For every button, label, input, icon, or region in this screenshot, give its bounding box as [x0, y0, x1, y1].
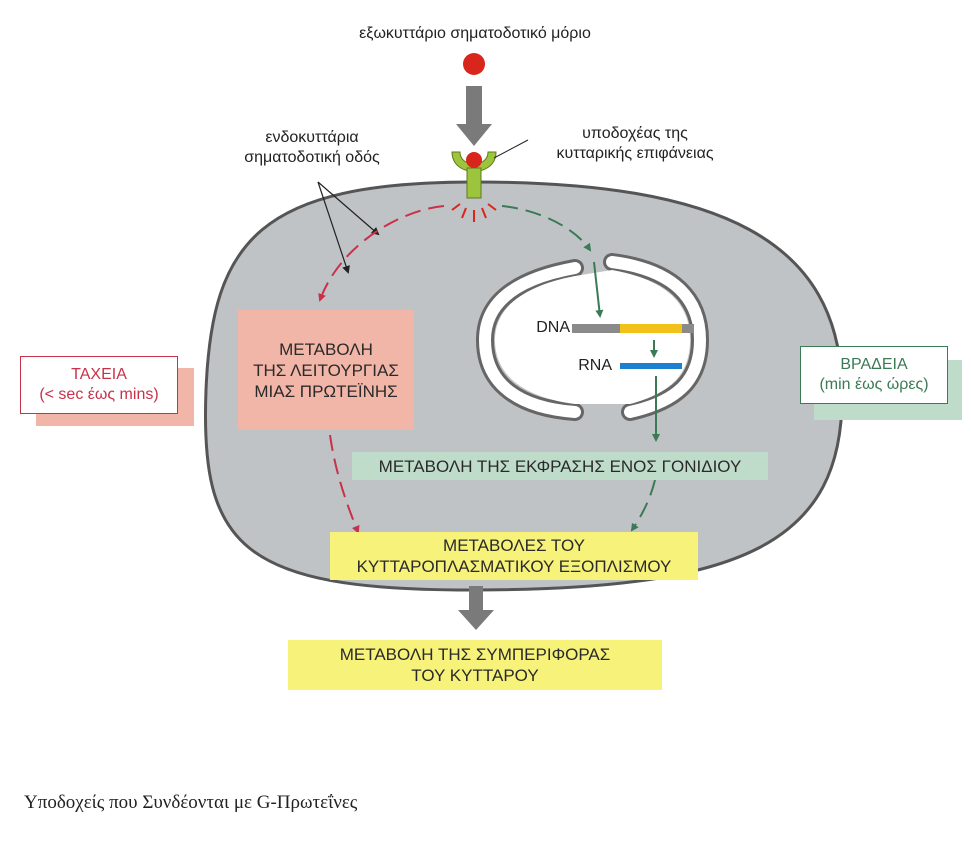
slow-into-nucleus-arrow [593, 261, 604, 318]
extracellular-signal-label: εξωκυττάριο σηματοδοτικό μόριο [359, 25, 591, 42]
fast-box: ΤΑΧΕΙΑ (< sec έως mins) [20, 356, 178, 414]
signal-arrow-shaft [466, 86, 482, 126]
intracellular-pathway-label: ενδοκυττάρια σηματοδοτική οδός [212, 128, 412, 168]
fast-title: ΤΑΧΕΙΑ [71, 366, 127, 383]
nucleoplasm [495, 270, 690, 404]
behavior-box: ΜΕΤΑΒΟΛΗ ΤΗΣ ΣΥΜΠΕΡΙΦΟΡΑΣ ΤΟΥ ΚΥΤΤΑΡΟΥ [288, 640, 662, 690]
surface-receptor-line-2: κυτταρικής επιφάνειας [556, 145, 714, 162]
nucleus-envelope-right-inner [606, 256, 707, 418]
dna-label: DNA [536, 319, 570, 336]
activation-burst [451, 203, 497, 222]
nucleus-envelope-left-inner [478, 262, 581, 418]
protein-function-line-2: ΤΗΣ ΛΕΙΤΟΥΡΓΙΑΣ [253, 360, 399, 380]
behavior-line-1: ΜΕΤΑΒΟΛΗ ΤΗΣ ΣΥΜΠΕΡΙΦΟΡΑΣ [339, 645, 611, 664]
fast-subtitle: (< sec έως mins) [39, 386, 159, 403]
surface-receptor-line-1: υποδοχέας της [582, 125, 688, 142]
slow-title: ΒΡΑΔΕΙΑ [840, 356, 908, 373]
figure-caption: Υποδοχείς που Συνδέονται με G-Πρωτεΐνες [24, 792, 358, 813]
expression-to-cytoplasm-arrow [630, 479, 656, 532]
fast-to-cytoplasm-arrow [329, 434, 360, 534]
rna-label: RNA [578, 357, 612, 374]
rna-strand [620, 363, 682, 369]
signal-molecule [463, 53, 485, 75]
behavior-arrow-head [458, 610, 494, 630]
cytoplasm-line-2: ΚΥΤΤΑΡΟΠΛΑΣΜΑΤΙΚΟΥ ΕΞΟΠΛΙΣΜΟΥ [356, 557, 672, 576]
pathway-pointer-2 [317, 181, 350, 274]
intracellular-pathway-line-1: ενδοκυττάρια [265, 129, 359, 146]
protein-function-box: ΜΕΤΑΒΟΛΗ ΤΗΣ ΛΕΙΤΟΥΡΓΙΑΣ ΜΙΑΣ ΠΡΩΤΕΪΝΗΣ [238, 310, 414, 430]
behavior-line-2: ΤΟΥ ΚΥΤΤΑΡΟΥ [411, 666, 539, 685]
receptor-pointer [493, 139, 529, 159]
fast-pathway-arc [318, 205, 445, 302]
protein-function-line-1: ΜΕΤΑΒΟΛΗ [279, 339, 373, 359]
intracellular-pathway-line-2: σηματοδοτική οδός [244, 149, 380, 166]
pathway-pointer-1 [317, 181, 380, 236]
signal-arrow-head [456, 124, 492, 146]
protein-function-line-3: ΜΙΑΣ ΠΡΩΤΕΪΝΗΣ [254, 381, 398, 401]
gene-expression-box: ΜΕΤΑΒΟΛΗ ΤΗΣ ΕΚΦΡΑΣΗΣ ΕΝΟΣ ΓΟΝΙΔΙΟΥ [352, 452, 768, 480]
slow-pathway-arc [501, 205, 592, 252]
dna-gene-segment [620, 324, 682, 333]
cytoplasm-line-1: ΜΕΤΑΒΟΛΕΣ ΤΟΥ [443, 536, 585, 555]
cytoplasm-box: ΜΕΤΑΒΟΛΕΣ ΤΟΥ ΚΥΤΤΑΡΟΠΛΑΣΜΑΤΙΚΟΥ ΕΞΟΠΛΙΣ… [330, 532, 698, 580]
slow-subtitle: (min έως ώρες) [819, 376, 929, 393]
surface-receptor-label: υποδοχέας της κυτταρικής επιφάνειας [520, 124, 750, 164]
behavior-arrow-shaft [469, 586, 483, 612]
slow-box: ΒΡΑΔΕΙΑ (min έως ώρες) [800, 346, 948, 404]
receptor-icon [451, 151, 497, 199]
